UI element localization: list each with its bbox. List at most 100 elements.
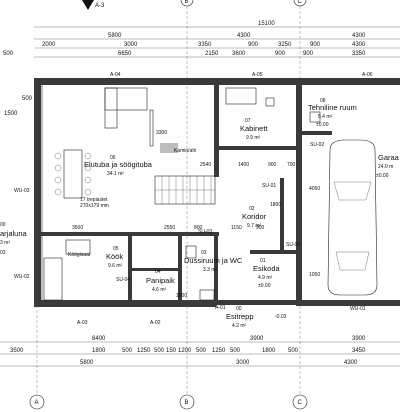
dim-top-r3-2: 3350 [198,42,212,48]
dim-bottom-r1-1: 3900 [250,336,264,342]
dim-bottom-r2-9: 500 [230,348,241,354]
exterior-walls [34,78,400,307]
room-living-area: 34.1 m² [107,171,124,177]
stairs-count-label: 17 trepiastet [80,197,108,203]
dim-top-r2-0: 5800 [108,33,122,39]
tag-a04: A-04 [110,72,121,78]
dim-bottom-r2-8: 1250 [212,348,226,354]
dim-top-r3-3: 900 [248,42,259,48]
left-code-0: 00 [0,222,6,228]
dim-top-r3-4: 3250 [278,42,292,48]
room-living-num: 06 [110,155,116,161]
dim-bottom-r2-12: 3450 [352,348,366,354]
axis-bottom: A B C [29,394,308,410]
room-living-name: Elutuba ja söögituba [84,160,153,169]
room-garage-area: 24.0 m [378,164,393,170]
tag-su04: SU-04 [116,277,130,283]
furniture [43,87,378,301]
room-tech-area: 5.4 m² [318,114,333,120]
room-office-num: 07 [245,118,251,124]
inner-dim-2: 900 [268,162,277,168]
room-entry-num: 00 [236,306,242,312]
dim-bottom-r2-11: 500 [288,348,299,354]
room-kitchen-area: 9.6 m² [108,263,123,269]
inner-dim-8: 900 [256,225,265,231]
stairs-size-label: 270x179 mm [80,203,109,209]
dimension-bottom: 8400 3900 3900 3500 1800 500 1250 500 15… [0,336,400,367]
room-garage-name: Garaa [378,153,400,162]
tag-su03: SU-03 [198,229,212,235]
dim-top-r2-1: 4300 [237,33,251,39]
dim-top-r4-0: 500 [3,51,14,57]
inner-dim-9: 1800 [270,202,281,208]
dim-bottom-r1-0: 8400 [92,336,106,342]
room-corridor-area: 9.7 m² [247,223,262,229]
room-corridor-name: Koridor [242,212,267,221]
axis-bottom-c: C [298,400,303,406]
dim-top-total: 15100 [258,21,275,27]
room-office-name: Kabinett [240,124,268,133]
room-tech-level: ±0.00 [316,122,329,128]
inner-dim-0: 2540 [200,162,211,168]
axis-top-b: B [185,0,189,5]
dim-bottom-r3-0: 5800 [80,360,94,366]
room-pantry-area: 4.6 m² [152,287,167,293]
inner-dim-6: 800 [194,225,203,231]
dim-top-r4-1: 6650 [118,51,132,57]
entry-level-label: -0.03 [275,314,287,320]
dim-left-0: 1500 [4,111,18,117]
room-entry-name: Esitrepp [226,312,254,321]
room-pantry-num: 04 [155,269,161,275]
room-wc-area: 3.3 m² [203,267,218,273]
tag-a02: A-02 [150,320,161,326]
dim-bottom-r2-1: 1800 [92,348,106,354]
tag-wu01: WU-01 [350,306,366,312]
dim-bottom-r2-4: 500 [154,348,165,354]
room-garage-level: ±0.00 [376,173,389,179]
inner-dim-5: 2550 [164,225,175,231]
tag-wu03: WU-03 [14,188,30,194]
inner-dimensions: 2540 1400 900 700 3500 2550 800 1150 900… [72,130,320,299]
room-wc-num: 03 [201,250,207,256]
tag-a06: A-06 [362,72,373,78]
room-tech-name: Tehniline ruum [308,103,357,112]
dim-bottom-r2-0: 3500 [10,348,24,354]
axis-bottom-a: A [35,400,39,406]
room-hall-name: Esikoda [253,264,281,273]
section-marker-label: A-3 [95,3,105,9]
inner-dim-3: 700 [287,162,296,168]
dim-bottom-r2-5: 150 [166,348,177,354]
tag-a03: A-03 [77,320,88,326]
dim-left-1: 500 [22,96,33,102]
axis-top: B C [180,0,307,7]
dim-bottom-r3-2: 4300 [344,360,358,366]
room-hall-area: 4.9 m² [258,275,273,281]
inner-dim-7: 1150 [231,225,242,231]
room-hall-num: 01 [260,258,266,264]
room-kitchen-name: Köök [106,252,123,261]
dim-top-r2-2: 4300 [352,33,366,39]
tag-wu02: WU-02 [14,274,30,280]
dim-top-r3-5: 900 [310,42,321,48]
left-code-1: 03 [0,250,6,256]
axis-bottom-b: B [185,400,189,406]
dim-top-r4-5: 900 [303,51,314,57]
room-pantry-name: Panipaik [146,276,175,285]
dim-bottom-r2-6: 1200 [178,348,192,354]
inner-dim-13: 3300 [156,130,167,136]
dim-top-r4-3: 3600 [232,51,246,57]
wall-tags: A-04 A-05 A-06 A-02 A-03 A-01 WU-03 WU-0… [14,72,373,326]
kitchen-island-label: Köögisaar [68,252,91,258]
annotations: 17 trepiastet 270x179 mm Kamin/ahi Köögi… [0,148,287,320]
stairs [154,175,216,205]
tag-su01: SU-01 [262,183,276,189]
interior-walls [41,85,332,302]
room-left-area: 3 m² [0,240,10,246]
room-labels: 06 Elutuba ja söögituba 34.1 m² 07 Kabin… [0,98,400,329]
section-marker-top: A-3 [82,0,105,10]
inner-dim-1: 1400 [238,162,249,168]
inner-dim-4: 3500 [72,225,83,231]
inner-dim-12: 1050 [309,272,320,278]
dim-bottom-r3-1: 3000 [236,360,250,366]
